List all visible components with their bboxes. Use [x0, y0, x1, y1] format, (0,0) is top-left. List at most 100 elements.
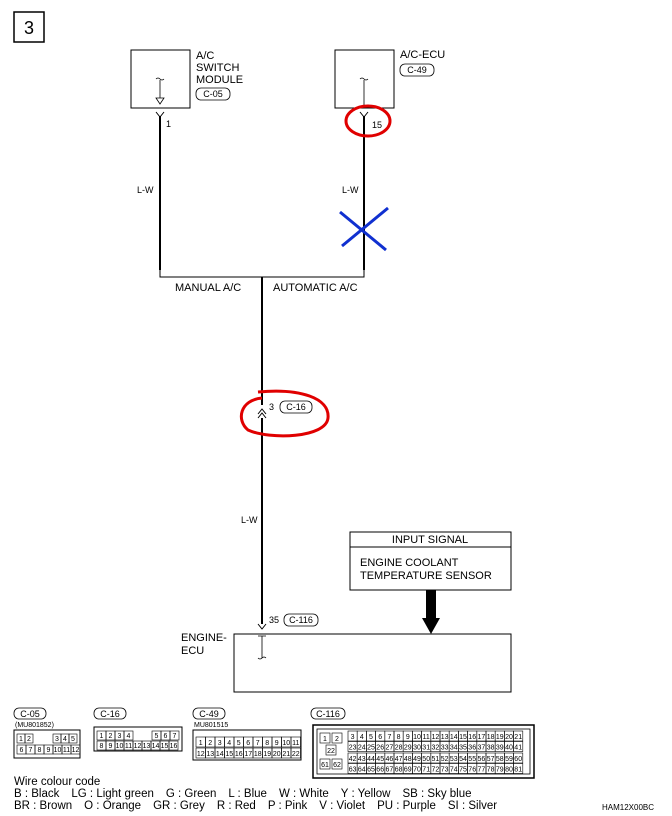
connector-pin-number: 17 [244, 751, 252, 758]
connector-pin [168, 740, 179, 751]
connector-pin-number: 17 [478, 734, 486, 741]
connector-pin-number: 28 [395, 745, 403, 752]
connector-pin-number: 7 [173, 733, 177, 740]
connector-pin-number: 2 [27, 736, 31, 743]
connector-pin-number: 16 [468, 734, 476, 741]
pin-label-1: 1 [166, 119, 171, 129]
legend-entry: W : White [278, 788, 329, 800]
connector-pin-number: 15 [161, 743, 169, 750]
connector-pin-number: 7 [29, 747, 33, 754]
connector-pin-number: 10 [54, 747, 62, 754]
wire-color-main: L-W [241, 515, 258, 525]
connector-pin-number: 27 [386, 745, 394, 752]
connector-pin-number: 22 [292, 751, 300, 758]
connector-pin-number: 35 [459, 745, 467, 752]
connector-pin-number: 2 [109, 733, 113, 740]
connector-pin-number: 14 [152, 743, 160, 750]
connector-pin-number: 5 [71, 736, 75, 743]
legend-entry: BR : Brown [14, 800, 73, 812]
c05-label: C-05 [20, 709, 40, 719]
connector-pin-number: 5 [369, 734, 373, 741]
connector-pin [68, 733, 78, 744]
connector-pin-number: 10 [282, 740, 290, 747]
connector-pin-number: 66 [376, 767, 384, 774]
connector-pin-number: 2 [335, 736, 339, 743]
connector-pin-number: 15 [459, 734, 467, 741]
wire-color-right: L-W [342, 185, 359, 195]
connector-pin-number: 12 [197, 751, 205, 758]
connector-pin-number: 78 [487, 767, 495, 774]
connector-pin-number: 24 [358, 745, 366, 752]
connector-pin-number: 76 [468, 767, 476, 774]
connector-pin [325, 744, 337, 756]
legend-entry: GR : Grey [153, 800, 205, 812]
automatic-ac-label: AUTOMATIC A/C [273, 282, 358, 294]
connector-pin-number: 39 [496, 745, 504, 752]
red-circle-annotation [239, 389, 330, 438]
connector-pin-number: 47 [395, 756, 403, 763]
connector-pin-number: 25 [367, 745, 375, 752]
connector-pin-number: 23 [349, 745, 357, 752]
connector-pin-number: 4 [127, 733, 131, 740]
connector-pin-number: 6 [20, 747, 24, 754]
legend-entry: LG : Light green [71, 788, 154, 800]
connector-pin-number: 59 [505, 756, 513, 763]
manual-ac-label: MANUAL A/C [175, 282, 241, 294]
connector-pin [513, 741, 524, 752]
connector-pin-number: 56 [478, 756, 486, 763]
connector-pin-number: 18 [254, 751, 262, 758]
connector-pin-number: 67 [386, 767, 394, 774]
connector-pin-number: 42 [349, 756, 357, 763]
connector-pin-number: 64 [358, 767, 366, 774]
connector-pin [331, 732, 343, 744]
connector-pin-number: 6 [164, 733, 168, 740]
connector-pin-number: 81 [514, 767, 522, 774]
ac-ecu-label: A/C-ECU [400, 49, 445, 61]
connector-pin-number: 37 [478, 745, 486, 752]
connector-pin-number: 43 [358, 756, 366, 763]
connector-pin-number: 9 [275, 740, 279, 747]
connector-pin-number: 20 [273, 751, 281, 758]
c49-label: C-49 [199, 709, 219, 719]
connector-pin-number: 60 [514, 756, 522, 763]
connector-pin-number: 8 [100, 743, 104, 750]
connector-pin-number: 70 [413, 767, 421, 774]
connector-pin-number: 19 [496, 734, 504, 741]
connector-pin-number: 13 [206, 751, 214, 758]
connector-pin-number: 9 [47, 747, 51, 754]
connector-pin [319, 758, 331, 770]
input-signal-line-2: TEMPERATURE SENSOR [360, 570, 492, 582]
connector-pin-number: 51 [432, 756, 440, 763]
arrow-down-icon [422, 590, 440, 634]
c116-label: C-116 [316, 709, 340, 719]
connector-pin-number: 33 [441, 745, 449, 752]
connector-pin-number: 20 [505, 734, 513, 741]
page-number-box [13, 11, 45, 43]
connector-pin-number: 79 [496, 767, 504, 774]
connector-pin-number: 38 [487, 745, 495, 752]
legend-entry: SB : Sky blue [402, 788, 472, 800]
connector-pin-number: 5 [237, 740, 241, 747]
legend-entry: Y : Yellow [340, 788, 391, 800]
connector-pin-number: 15 [225, 751, 233, 758]
legend-entry: G : Green [165, 788, 217, 800]
c49-part-number: MU801515 [194, 722, 228, 729]
connector-pin [513, 752, 524, 764]
connector-pin-number: 6 [378, 734, 382, 741]
wires [155, 111, 369, 630]
connector-pin-number: 7 [387, 734, 391, 741]
connector-pin-number: 12 [72, 747, 80, 754]
input-signal-header: INPUT SIGNAL [392, 534, 468, 546]
connector-pin-number: 18 [487, 734, 495, 741]
diagram-code: HAM12X00BC [602, 803, 655, 812]
c16-label: C-16 [100, 709, 120, 719]
connector-pin-number: 4 [227, 740, 231, 747]
engine-ecu: ENGINE- ECU [181, 632, 512, 693]
ac-switch-label-1: A/C [196, 50, 214, 62]
wire-color-left: L-W [137, 185, 154, 195]
connector-pin-number: 10 [116, 743, 124, 750]
connector-pin-number: 3 [118, 733, 122, 740]
connector-pin-number: 29 [404, 745, 412, 752]
